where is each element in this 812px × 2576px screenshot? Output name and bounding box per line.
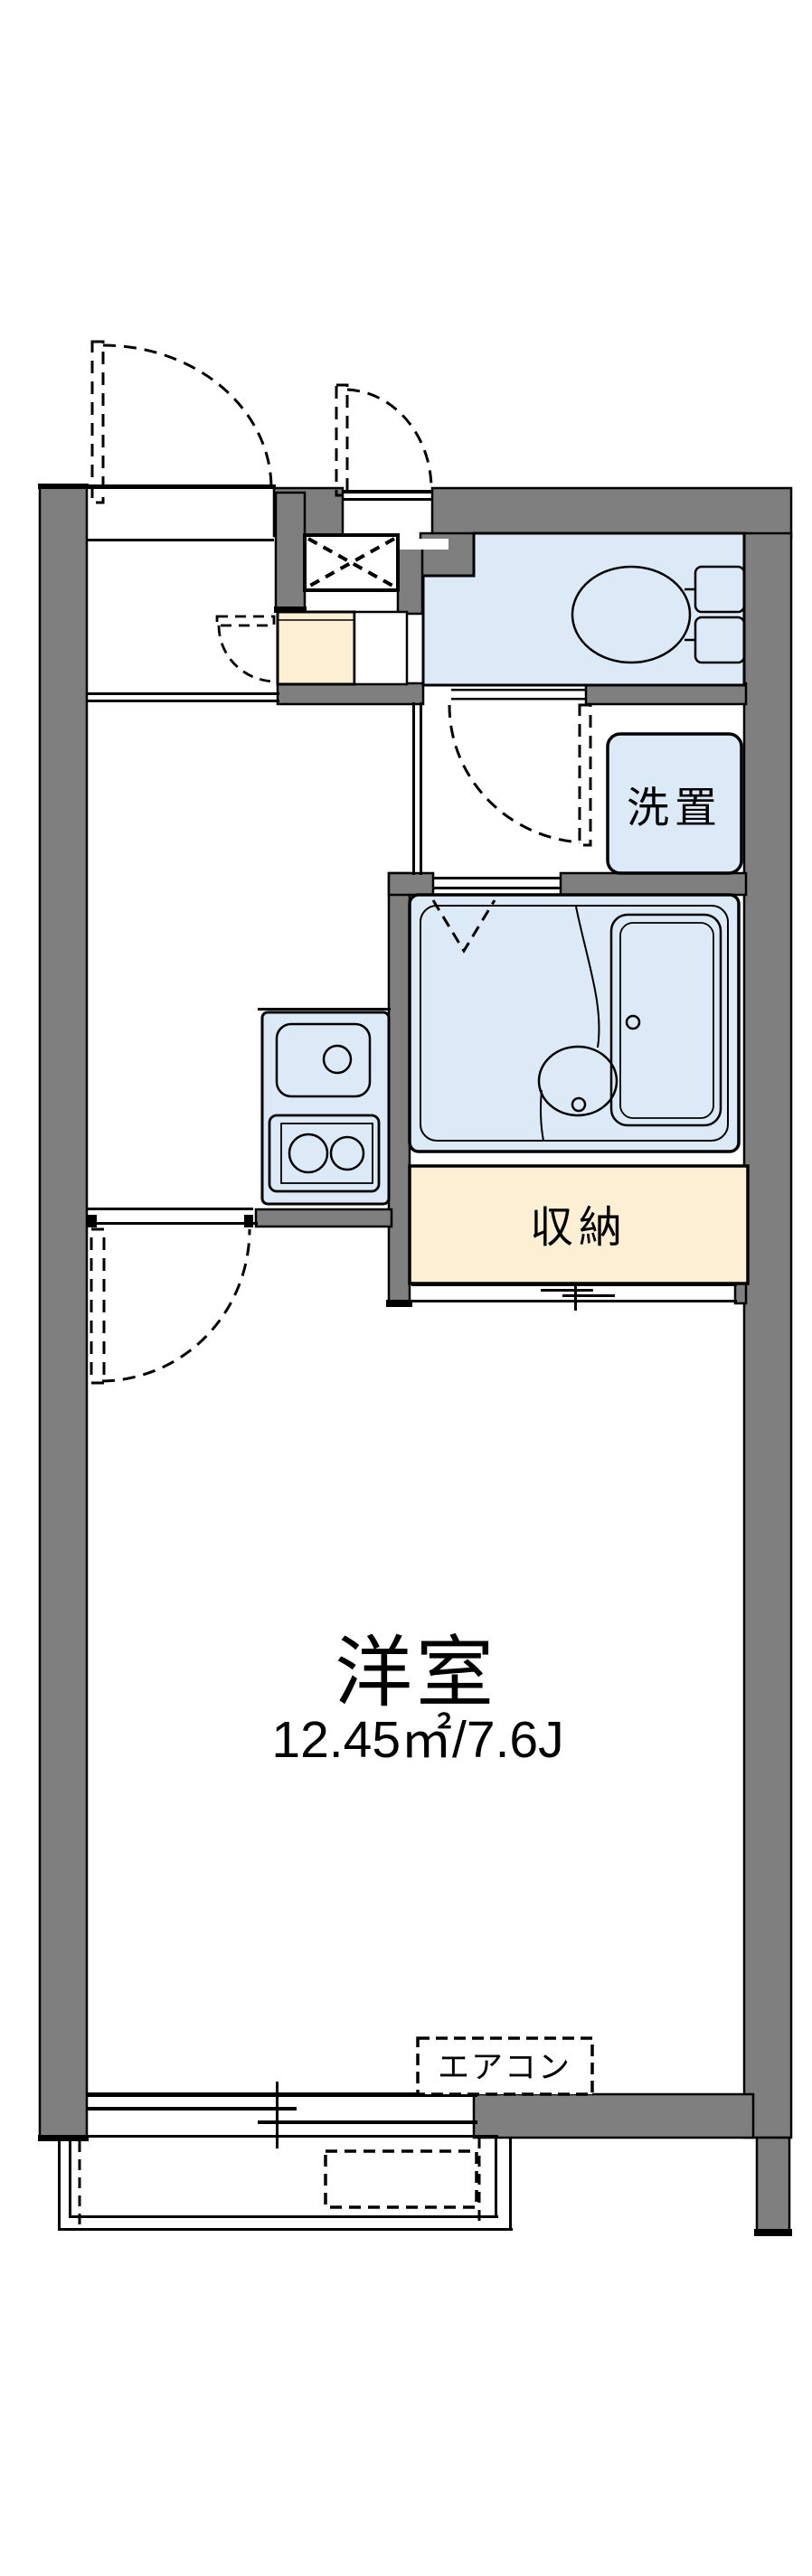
wall-segment — [274, 491, 307, 612]
entrance-floor-box — [353, 610, 409, 686]
washroom-partition — [412, 702, 415, 875]
wall-segment — [755, 2136, 791, 2233]
closet: 収納 — [408, 1164, 750, 1285]
room-name-label: 洋室 — [335, 1630, 497, 1716]
balcony-equipment-box — [324, 2149, 478, 2209]
aircon-label: エアコン — [438, 2050, 571, 2085]
room-door-swing — [90, 1227, 251, 1385]
toilet-floor — [421, 531, 746, 687]
wall-recess — [399, 539, 448, 550]
cabinet-door-swing — [215, 615, 277, 683]
closet-label: 収納 — [530, 1204, 628, 1252]
entrance-threshold — [86, 484, 276, 489]
sliding-window — [88, 2082, 477, 2148]
bathtub-icon — [609, 913, 722, 1127]
wall-segment — [396, 546, 424, 616]
wall-segment — [387, 871, 411, 1305]
balcony — [58, 2135, 513, 2231]
kitchen-counter-line — [258, 1008, 391, 1011]
aircon-position: エアコン — [416, 2036, 594, 2096]
meter-box-door-swing — [335, 383, 433, 497]
bath-unit — [408, 893, 741, 1153]
kitchen-sink-icon — [275, 1022, 372, 1098]
wall-segment — [276, 682, 425, 706]
room-bottom-wall — [86, 2092, 477, 2097]
entrance-door-swing — [90, 340, 273, 504]
room-labels: 洋室 12.45㎡/7.6J — [271, 1630, 563, 1769]
wall-segment — [742, 531, 793, 2139]
washbasin-icon — [537, 906, 618, 1142]
laundry-label: 洗置 — [627, 784, 722, 832]
walls — [38, 485, 793, 2233]
dashed-symbols — [78, 340, 592, 2231]
wall-segment — [254, 1208, 393, 1228]
toilet-room — [421, 531, 746, 687]
pipe-space-x-box — [303, 533, 400, 592]
wall-segment — [472, 2092, 755, 2139]
washing-machine-space: 洗置 — [606, 732, 743, 875]
entrance-step-line — [88, 539, 274, 541]
wall-segment — [38, 485, 89, 2141]
wall-segment — [387, 871, 435, 897]
kitchen-unit — [260, 1011, 391, 1206]
room-area-label: 12.45㎡/7.6J — [271, 1711, 563, 1769]
wall-segment — [559, 871, 748, 897]
bath-folding-door — [431, 899, 496, 954]
toilet-icon — [571, 565, 746, 664]
toilet-door-swing — [448, 703, 592, 847]
gas-stove-icon — [268, 1114, 381, 1193]
wall-segment — [430, 486, 793, 540]
shoe-cabinet — [276, 610, 409, 686]
